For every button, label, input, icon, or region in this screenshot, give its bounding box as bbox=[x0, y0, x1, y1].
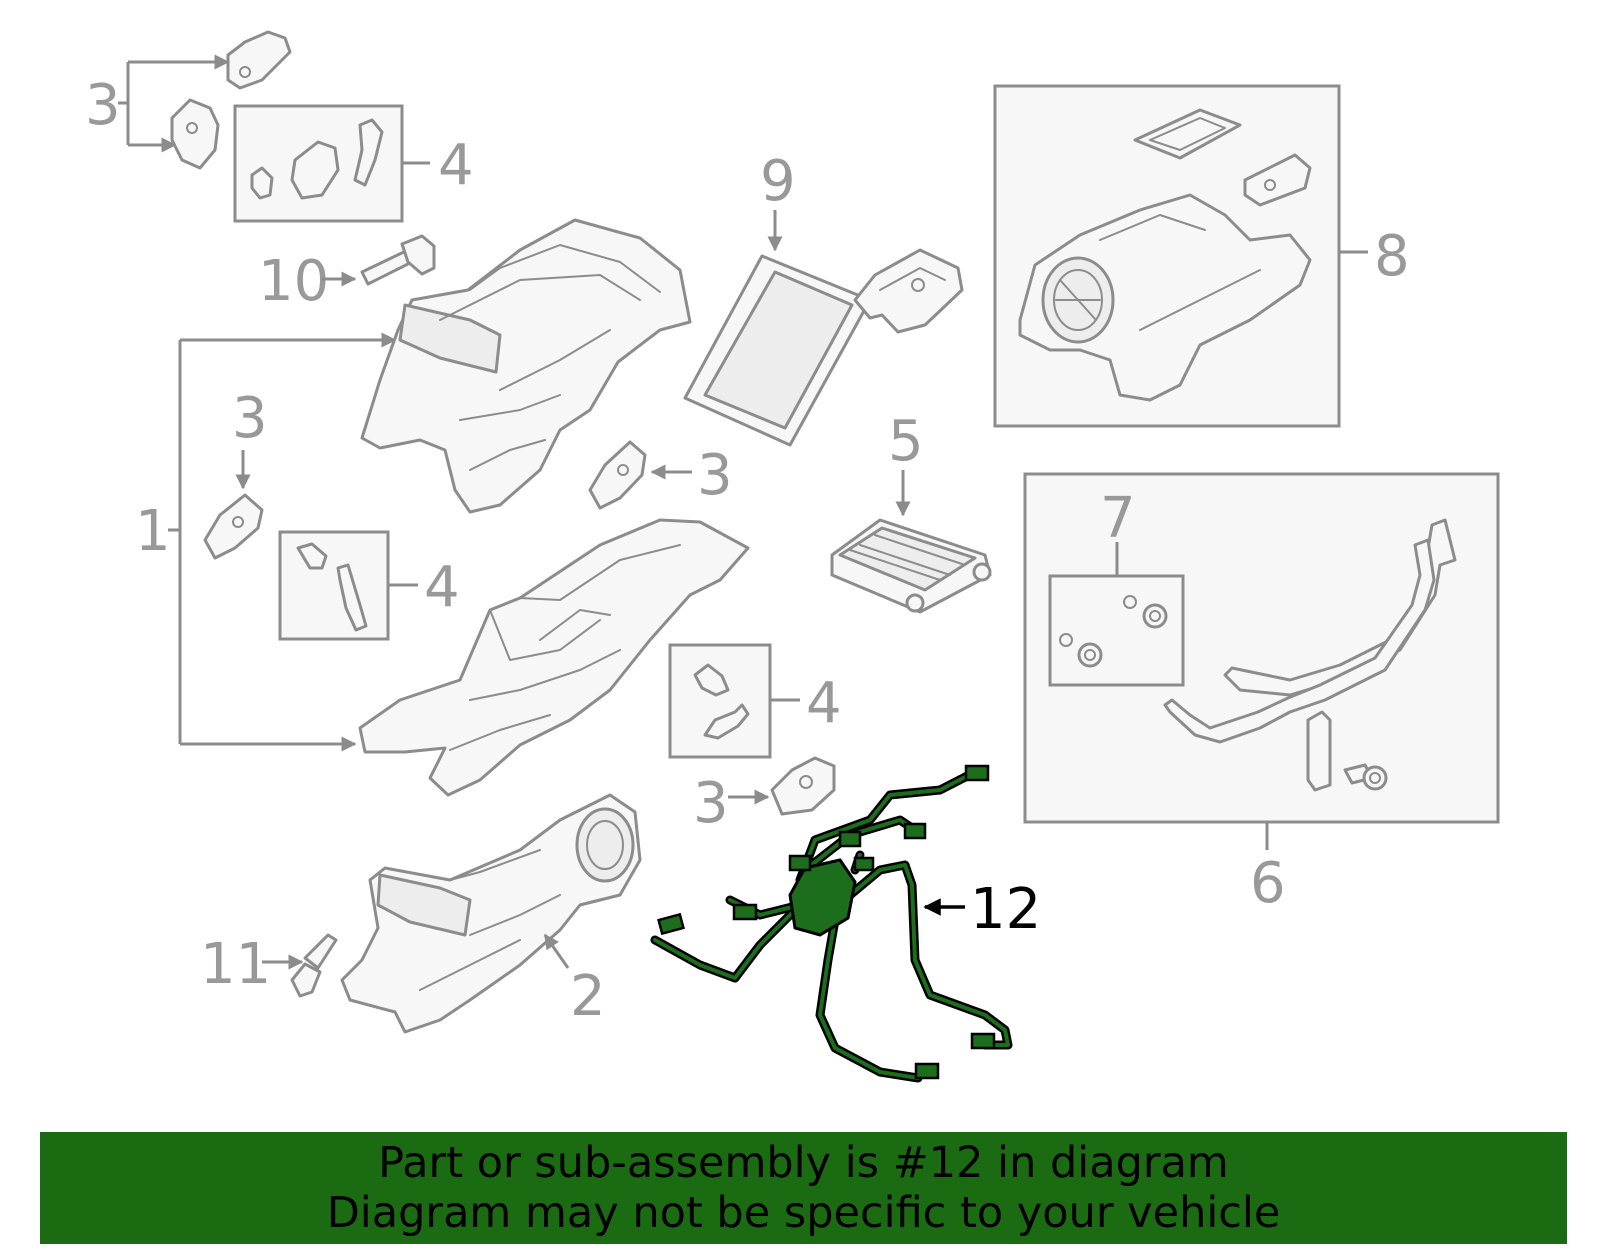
callout-3-low: 3 bbox=[693, 771, 729, 836]
part-6-group: 6 7 bbox=[1023, 472, 1500, 916]
callout-4-low: 4 bbox=[806, 671, 842, 736]
callout-8: 8 bbox=[1374, 224, 1410, 289]
callout-11: 11 bbox=[200, 932, 271, 997]
part-2-group: 2 bbox=[340, 793, 642, 1034]
part-1-group: 1 3 3 bbox=[135, 218, 750, 797]
bracket-part-3c bbox=[203, 493, 264, 560]
bracket-part-3d bbox=[588, 440, 647, 510]
callout-10: 10 bbox=[258, 249, 329, 314]
harness-connector bbox=[732, 903, 758, 921]
harness-connector bbox=[657, 912, 685, 936]
harness-connector bbox=[964, 764, 990, 782]
part-3-low-group: 3 bbox=[693, 756, 836, 836]
blower-housing-part-8 bbox=[1018, 193, 1312, 402]
callout-3-top: 3 bbox=[85, 73, 121, 138]
callout-5: 5 bbox=[888, 409, 924, 474]
callout-6: 6 bbox=[1250, 851, 1286, 916]
part-11-group: 11 bbox=[200, 932, 338, 998]
callout-4-top: 4 bbox=[438, 133, 474, 198]
harness-connector bbox=[838, 830, 862, 848]
info-banner: Part or sub-assembly is #12 in diagram D… bbox=[40, 1132, 1567, 1244]
callout-1-leader bbox=[168, 338, 395, 746]
kit-box-7 bbox=[1048, 574, 1185, 687]
callout-3-left: 3 bbox=[232, 386, 268, 451]
harness-connector bbox=[788, 854, 812, 872]
harness-connector bbox=[853, 856, 875, 872]
banner-line-disclaimer: Diagram may not be specific to your vehi… bbox=[326, 1188, 1281, 1238]
part-4-mid-group: 4 bbox=[278, 530, 460, 641]
banner-line-part: Part or sub-assembly is #12 in diagram bbox=[378, 1138, 1229, 1188]
part-9-group: 9 bbox=[683, 149, 964, 447]
callout-2: 2 bbox=[570, 964, 606, 1029]
bracket-part-3b bbox=[170, 98, 220, 170]
housing-upper-part-1 bbox=[360, 218, 692, 514]
kit-box-4-mid bbox=[278, 530, 390, 641]
part-3-top-group: 3 bbox=[85, 30, 292, 170]
harness-connector bbox=[914, 1062, 940, 1080]
kit-box-4-low bbox=[668, 643, 772, 759]
part-4-low-group: 4 bbox=[668, 643, 842, 759]
callout-7: 7 bbox=[1100, 486, 1136, 551]
pipe-part-6b bbox=[1163, 538, 1436, 744]
callout-4-mid: 4 bbox=[424, 555, 460, 620]
part-10-group: 10 bbox=[258, 234, 436, 314]
bracket-part-3a bbox=[226, 30, 292, 90]
bracket-part-3e bbox=[770, 756, 836, 816]
part-5-group: 5 bbox=[830, 409, 992, 614]
callout-1: 1 bbox=[135, 499, 171, 564]
harness-connector bbox=[970, 1032, 996, 1050]
housing-lower-part-1 bbox=[358, 518, 750, 797]
sensor-part-11 bbox=[303, 933, 338, 970]
callout-3-top-leader bbox=[118, 60, 228, 147]
housing-part-2 bbox=[340, 793, 642, 1034]
harness-connector bbox=[903, 822, 927, 840]
part-8-group: 8 bbox=[993, 84, 1410, 428]
callout-12: 12 bbox=[970, 877, 1041, 942]
callout-3-center: 3 bbox=[697, 443, 733, 508]
part-12-wiring-harness[interactable]: 12 bbox=[650, 764, 1041, 1083]
callout-9: 9 bbox=[760, 149, 796, 214]
part-4-top-group: 4 bbox=[233, 104, 474, 223]
